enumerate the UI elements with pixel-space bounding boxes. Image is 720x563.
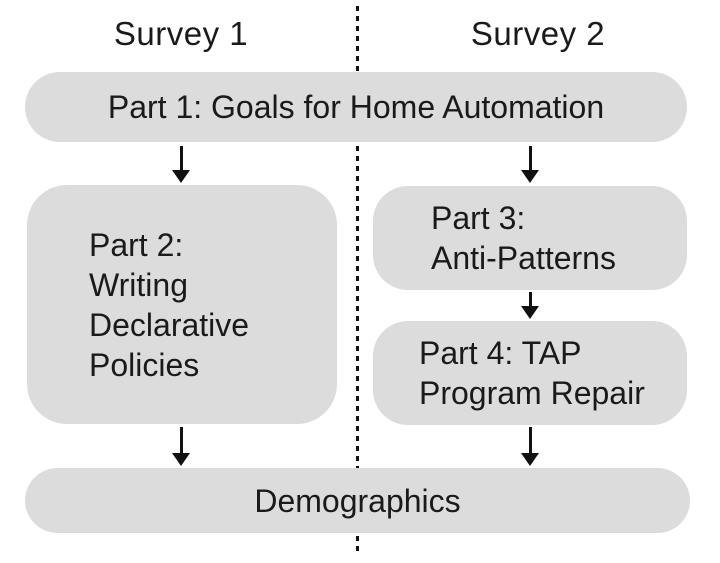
- arrow-head: [521, 453, 539, 466]
- arrow-head: [172, 170, 190, 183]
- node-part-2: Part 2: Writing Declarative Policies: [27, 185, 337, 424]
- column-header-survey-1: Survey 1: [113, 15, 249, 52]
- node-demographics: Demographics: [25, 468, 690, 533]
- node-part-2-line: Policies: [89, 346, 200, 383]
- arrow-head: [521, 170, 539, 183]
- node-demographics-label: Demographics: [254, 482, 461, 519]
- arrow-down-icon: [521, 427, 539, 466]
- arrow-down-icon: [172, 146, 190, 183]
- column-header-survey-2: Survey 2: [470, 15, 606, 52]
- survey-divider-dotted-line: [356, 6, 359, 554]
- arrow-down-icon: [521, 292, 539, 319]
- arrow-down-icon: [521, 146, 539, 183]
- node-part-3: Part 3: Anti-Patterns: [373, 186, 687, 290]
- node-part-4-line: Program Repair: [419, 375, 645, 411]
- node-part-4: Part 4: TAP Program Repair: [373, 321, 687, 425]
- arrow-down-icon: [172, 427, 190, 466]
- node-part-2-line: Part 2:: [89, 226, 184, 263]
- node-part-2-line: Writing: [89, 266, 188, 303]
- node-part-1: Part 1: Goals for Home Automation: [25, 72, 687, 142]
- arrow-shaft: [528, 427, 532, 453]
- node-part-3-line: Part 3:: [431, 200, 526, 236]
- arrow-shaft: [528, 292, 532, 306]
- node-part-1-label: Part 1: Goals for Home Automation: [107, 89, 605, 125]
- arrow-shaft: [179, 427, 183, 453]
- arrow-head: [172, 453, 190, 466]
- node-part-3-line: Anti-Patterns: [431, 240, 616, 276]
- node-part-4-line: Part 4: TAP: [419, 335, 582, 371]
- arrow-shaft: [179, 146, 183, 170]
- arrow-shaft: [528, 146, 532, 170]
- arrow-head: [521, 306, 539, 319]
- node-part-2-line: Declarative: [89, 306, 250, 343]
